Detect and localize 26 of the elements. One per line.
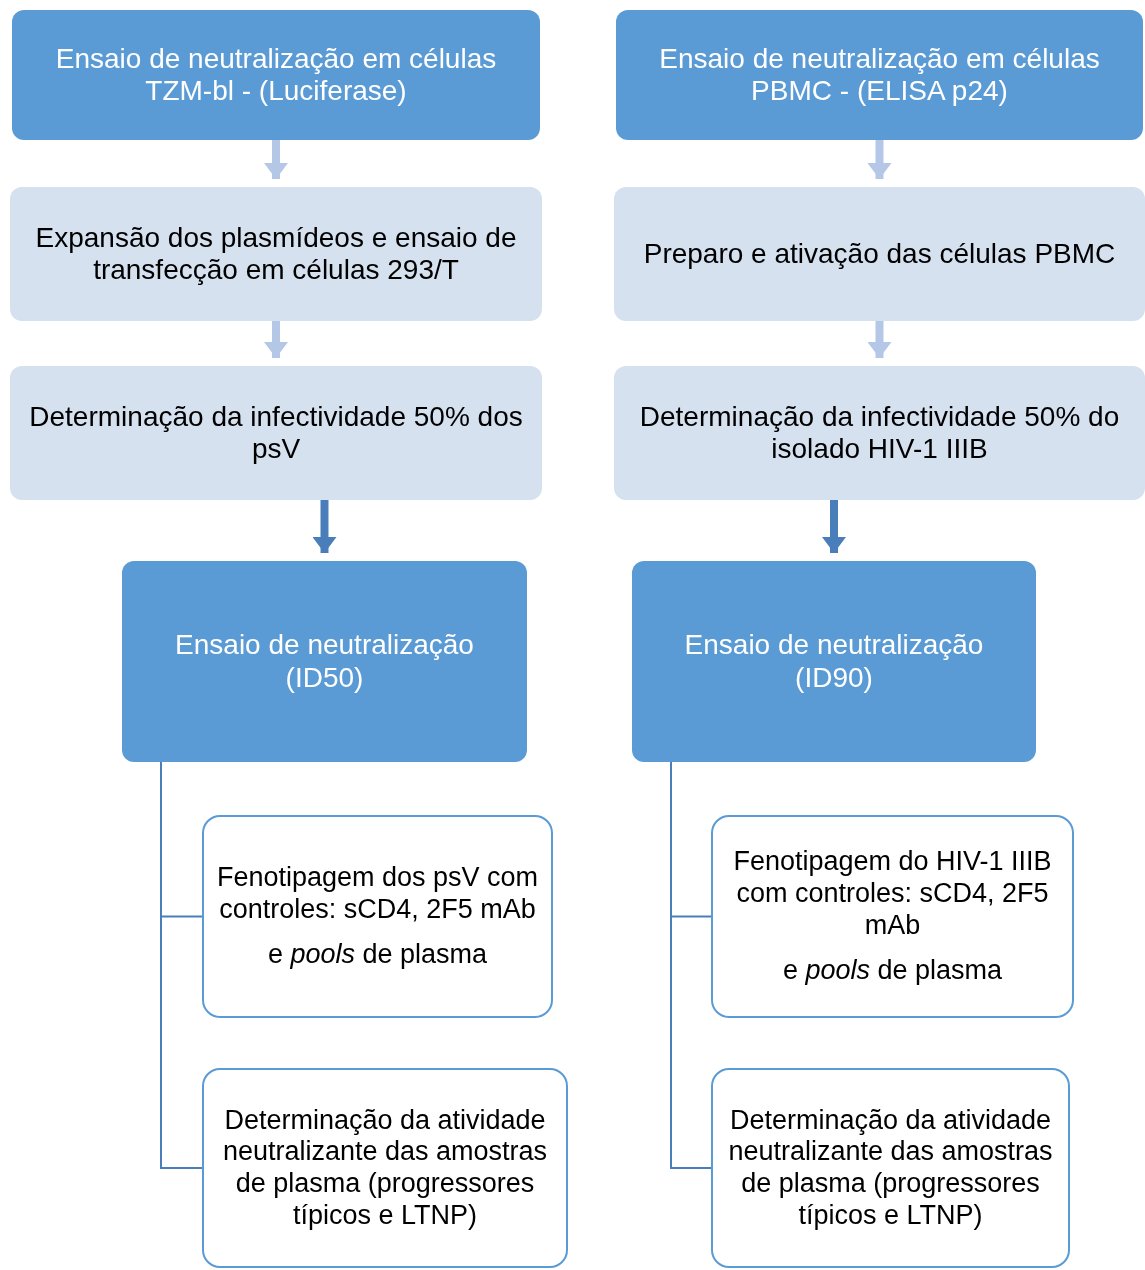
step-box [614,187,1145,321]
step-box [614,366,1145,500]
box-text: e pools de plasma [267,939,488,971]
box-text: Ensaio de neutralização (ID90) [683,629,985,694]
result-box [711,1068,1070,1268]
step-box [10,366,542,500]
box-text: Determinação da infectividade 50% dos psV [28,400,524,466]
process-box [12,10,540,140]
box-text: Preparo e ativação das células PBMC [643,237,1116,271]
result-box [202,815,553,1018]
box-text: Determinação da atividade neutralizante das amostras de plasma (progressores típicos e LTNP) [221,1104,549,1232]
box-text: Determinação da infectividade 50% do isolado HIV-1 IIIB [638,400,1121,466]
box-text: Fenotipagem do HIV-1 IIIB com controles: sCD4, 2F5 mAb [732,846,1053,942]
box-text: Ensaio de neutralização em células PBMC - (ELISA p24) [658,42,1101,108]
box-text: Determinação da atividade neutralizante das amostras de plasma (progressores típicos e LTNP) [727,1104,1054,1232]
result-box [711,815,1074,1018]
box-text: Ensaio de neutralização (ID50) [174,629,475,694]
step-box [10,187,542,321]
box-text: Expansão dos plasmídeos e ensaio de transfecção em células 293/T [34,221,518,287]
box-text: Fenotipagem dos psV com controles: sCD4, 2F5 mAb [215,862,540,926]
process-box [616,10,1143,140]
box-text: Ensaio de neutralização em células TZM-bl - (Luciferase) [54,42,498,108]
process-box [632,561,1036,762]
result-box [202,1068,568,1268]
process-box [122,561,527,762]
box-text: e pools de plasma [782,955,1003,987]
